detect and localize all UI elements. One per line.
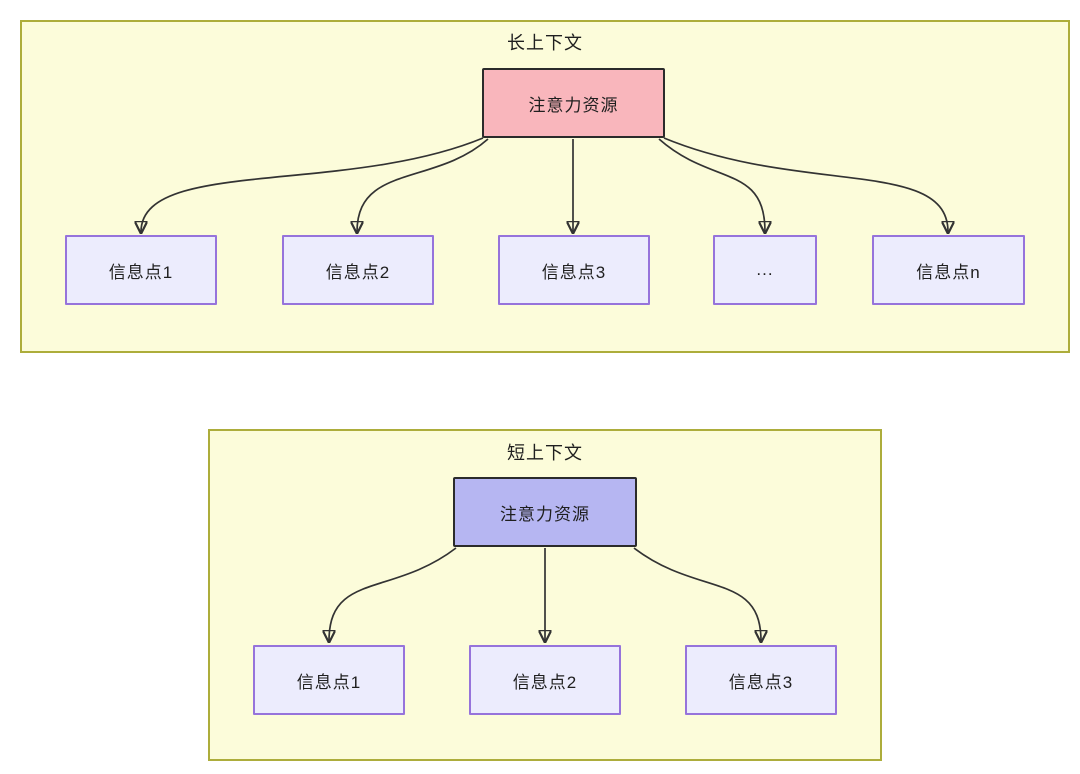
short-attention-resource-label: 注意力资源 (500, 504, 590, 524)
long-info-node-1: 信息点1 (65, 235, 217, 305)
short-info-node-2: 信息点2 (469, 645, 621, 715)
long-attention-resource-label: 注意力资源 (528, 95, 619, 115)
short-info-node-2-label: 信息点2 (512, 672, 578, 692)
long-info-node-ellipsis: ... (713, 235, 817, 305)
short-info-node-1-label: 信息点1 (296, 672, 362, 692)
short-context-title: 短上下文 (507, 443, 583, 463)
long-info-node-n-label: 信息点n (916, 262, 981, 282)
long-info-node-2-label: 信息点2 (325, 262, 391, 282)
long-info-node-ellipsis-label: ... (756, 260, 774, 279)
long-attention-resource-box: 注意力资源 (482, 68, 665, 138)
long-info-node-3: 信息点3 (498, 235, 650, 305)
long-info-node-3-label: 信息点3 (541, 262, 607, 282)
long-info-node-n: 信息点n (872, 235, 1025, 305)
short-info-node-1: 信息点1 (253, 645, 405, 715)
short-attention-resource-box: 注意力资源 (453, 477, 637, 547)
short-info-node-3: 信息点3 (685, 645, 837, 715)
long-info-node-1-label: 信息点1 (108, 262, 174, 282)
long-context-title: 长上下文 (507, 33, 583, 53)
short-info-node-3-label: 信息点3 (728, 672, 794, 692)
long-info-node-2: 信息点2 (282, 235, 434, 305)
